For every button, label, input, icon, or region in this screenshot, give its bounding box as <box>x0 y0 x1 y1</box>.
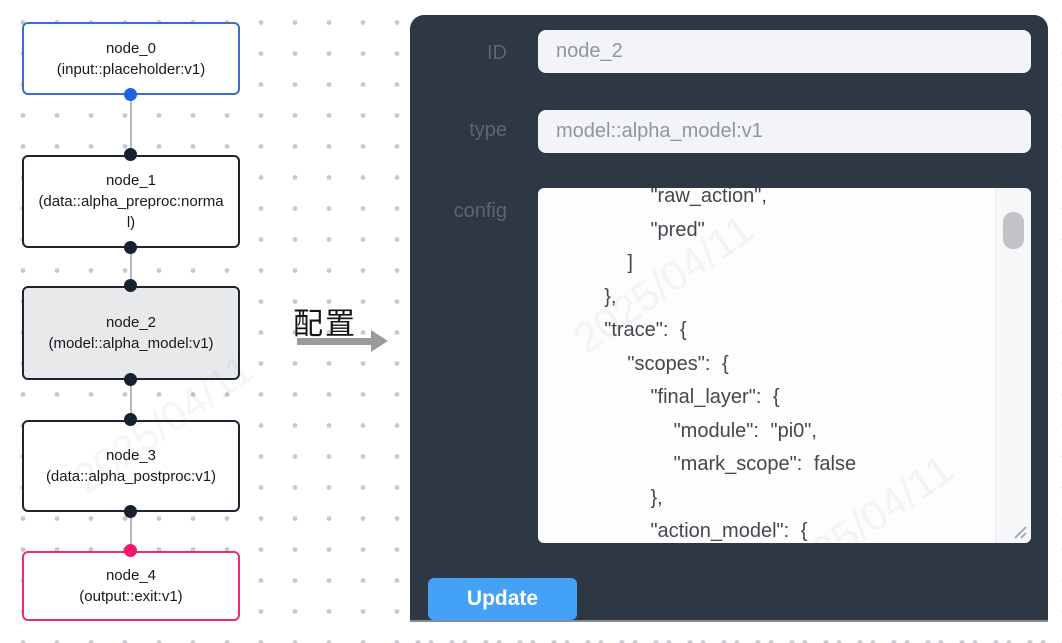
config-scrollbar-thumb[interactable] <box>1003 212 1024 249</box>
input-port-node_3[interactable] <box>124 413 137 426</box>
config-textarea[interactable]: "raw_action", "pred" ] }, "trace": { "sc… <box>538 188 1031 543</box>
node-node_1[interactable]: node_1 (data::alpha_preproc:normal) <box>22 155 240 248</box>
input-port-node_2[interactable] <box>124 279 137 292</box>
node-node_2[interactable]: node_2 (model::alpha_model:v1) <box>22 286 240 380</box>
config-area: ID type config "raw_action", "pred" ] },… <box>395 0 1062 643</box>
type-field-label: type <box>469 119 507 141</box>
node-type-label: (data::alpha_postproc:v1) <box>45 468 217 485</box>
resize-handle-icon[interactable] <box>1011 523 1027 539</box>
id-field-label: ID <box>487 42 507 64</box>
node-type-label: (model::alpha_model:v1) <box>48 335 214 352</box>
input-port-node_1[interactable] <box>124 148 137 161</box>
edge-node3-node4 <box>130 512 132 551</box>
output-port-node_2[interactable] <box>124 373 137 386</box>
edge-node2-node3 <box>130 380 132 420</box>
node-node_4[interactable]: node_4 (output::exit:v1) <box>22 551 240 621</box>
config-field-label: config <box>453 200 507 222</box>
output-port-node_1[interactable] <box>124 241 137 254</box>
node-type-label: (input::placeholder:v1) <box>56 60 206 78</box>
id-input[interactable] <box>538 30 1031 73</box>
update-button[interactable]: Update <box>428 578 577 620</box>
input-port-node_4[interactable] <box>124 544 137 557</box>
node-node_0[interactable]: node_0 (input::placeholder:v1) <box>22 22 240 95</box>
right-arrow-head-icon <box>371 330 388 352</box>
config-scrollbar-track[interactable] <box>995 188 1031 543</box>
node-type-label: (data::alpha_preproc:normal) <box>38 193 224 231</box>
edge-node0-node1 <box>130 95 132 155</box>
output-port-node_3[interactable] <box>124 505 137 518</box>
node-title: node_0 <box>105 39 157 57</box>
node-title: node_3 <box>105 447 157 464</box>
node-title: node_2 <box>105 314 157 331</box>
node-type-label: (output::exit:v1) <box>79 588 183 605</box>
configure-label: 配置 <box>293 308 357 341</box>
node-node_3[interactable]: node_3 (data::alpha_postproc:v1) <box>22 420 240 512</box>
config-panel: ID type config "raw_action", "pred" ] },… <box>410 15 1048 622</box>
node-title: node_4 <box>105 567 157 584</box>
type-input[interactable] <box>538 110 1031 153</box>
output-port-node_0[interactable] <box>124 88 137 101</box>
right-arrow-icon <box>297 338 371 345</box>
pipeline-canvas: node_0 (input::placeholder:v1) node_1 (d… <box>0 0 262 643</box>
edge-node1-node2 <box>130 248 132 286</box>
config-json-text: "raw_action", "pred" ] }, "trace": { "sc… <box>604 188 857 542</box>
node-title: node_1 <box>105 172 157 189</box>
